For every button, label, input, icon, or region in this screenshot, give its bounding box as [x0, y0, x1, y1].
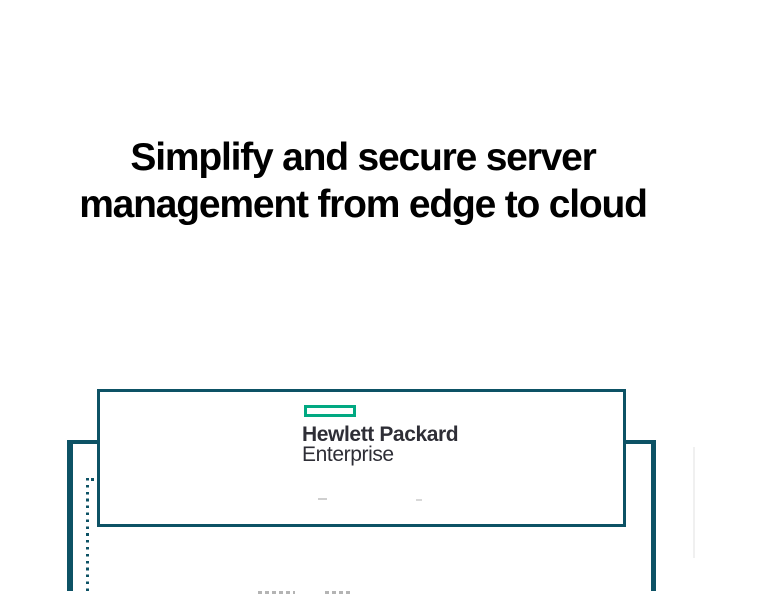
- hpe-logo-line-2: Enterprise: [302, 442, 394, 466]
- hpe-logo-line-1: Hewlett Packard: [302, 423, 459, 446]
- dotted-connector-dot: [91, 478, 94, 481]
- hpe-logo-wordmark: Hewlett Packard Enterprise: [302, 423, 459, 466]
- card-placeholder-mark: [318, 498, 327, 500]
- dotted-connector-line: [86, 478, 89, 594]
- cutoff-text-fragment: [325, 591, 353, 594]
- card-placeholder-mark: [416, 499, 422, 501]
- page-title-line-1: Simplify and secure server: [130, 136, 596, 179]
- page-title-line-2: management from edge to cloud: [79, 183, 648, 226]
- hpe-element-icon: [304, 405, 356, 417]
- hpe-logo-card: Hewlett Packard Enterprise: [97, 389, 626, 527]
- page-title: Simplify and secure server management fr…: [0, 134, 726, 228]
- faint-divider: [693, 447, 695, 558]
- cutoff-text-fragment: [258, 591, 295, 594]
